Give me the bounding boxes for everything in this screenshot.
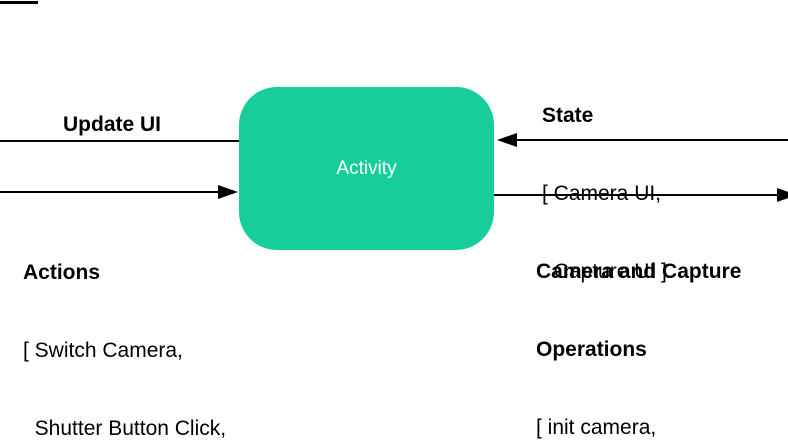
update-ui-label: Update UI [63, 113, 162, 136]
activity-box: Activity [239, 87, 494, 250]
state-line: [ Camera UI, [542, 182, 662, 205]
actions-line: Shutter Button Click, [23, 417, 227, 440]
update-ui-arrow-line [0, 140, 239, 142]
actions-label-block: Actions [ Switch Camera, Shutter Button … [23, 208, 277, 444]
actions-title: Actions [23, 261, 101, 284]
state-line: Capture UI ] [542, 260, 667, 283]
operations-title-line: Camera and Capture [536, 260, 742, 283]
operations-label-block: Camera and Capture Operations [ init cam… [536, 207, 741, 444]
activity-box-label: Activity [336, 157, 397, 179]
arrowhead-left-icon [497, 133, 517, 147]
operations-arrow-line [494, 194, 788, 196]
actions-line: [ Switch Camera, [23, 339, 183, 362]
operations-title-line: Operations [536, 338, 647, 361]
state-label-block: State [ Camera UI, Capture UI ] [542, 51, 667, 337]
state-arrow-line [502, 139, 788, 141]
top-left-partial-line [0, 1, 38, 4]
arrowhead-right-icon [218, 185, 238, 199]
arrowhead-right-clipped-icon [777, 188, 788, 202]
actions-arrow-line [0, 191, 220, 193]
state-title: State [542, 104, 594, 127]
operations-line: [ init camera, [536, 416, 657, 439]
